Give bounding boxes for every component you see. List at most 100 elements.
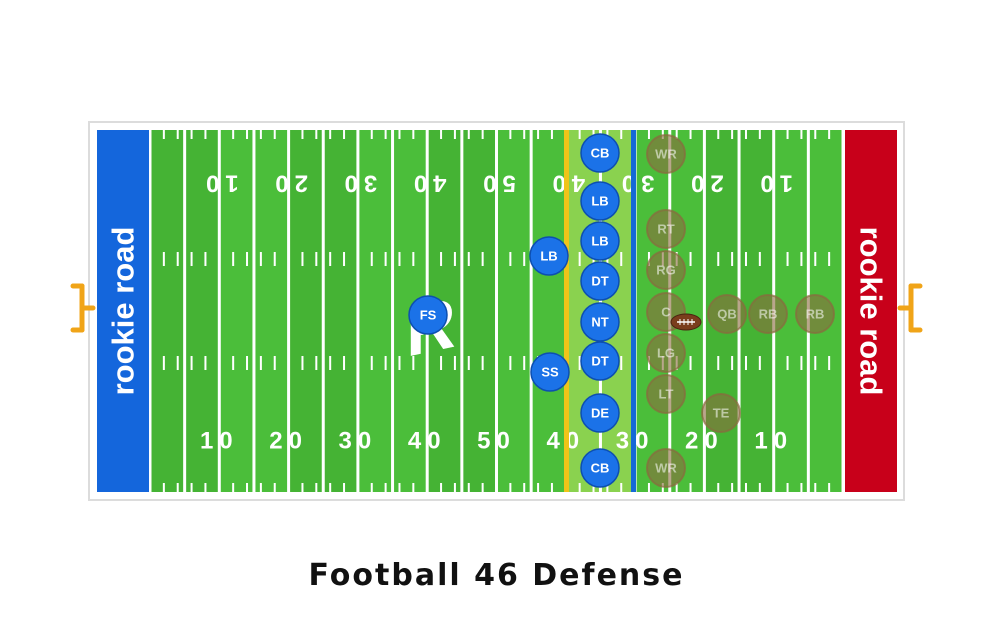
hash-mark	[440, 130, 443, 139]
hash-mark	[176, 356, 179, 370]
hash-mark	[537, 483, 540, 492]
hash-mark	[440, 252, 443, 266]
defense-player-lb: LB	[580, 221, 620, 261]
hash-mark	[273, 356, 276, 370]
hash-mark	[828, 252, 831, 266]
hash-mark	[315, 483, 318, 492]
hash-mark	[412, 483, 415, 492]
yard-number: 20	[269, 428, 308, 455]
hash-mark	[453, 252, 456, 266]
offense-player-lg: LG	[646, 333, 686, 373]
hash-mark	[343, 252, 346, 266]
defense-player-label: SS	[541, 365, 559, 380]
yard-line	[460, 130, 464, 492]
hash-mark	[758, 356, 761, 370]
yard-number: 20	[685, 170, 724, 197]
hash-mark	[162, 252, 165, 266]
hash-mark	[384, 356, 387, 370]
hash-mark	[246, 252, 249, 266]
offense-player-rt: RT	[646, 209, 686, 249]
defense-player-lb: LB	[529, 236, 569, 276]
hash-mark	[246, 130, 249, 139]
hash-mark	[204, 483, 207, 492]
hash-mark	[606, 130, 609, 139]
hash-mark	[467, 483, 470, 492]
hash-mark	[343, 130, 346, 139]
hash-mark	[550, 483, 553, 492]
hash-mark	[190, 483, 193, 492]
hash-mark	[412, 356, 415, 370]
defense-player-label: CB	[591, 461, 610, 476]
hash-mark	[509, 130, 512, 139]
hash-mark	[786, 252, 789, 266]
hash-mark	[176, 130, 179, 139]
endzone-left-wordmark: rookie road	[106, 227, 141, 396]
hash-mark	[800, 252, 803, 266]
hash-mark	[731, 483, 734, 492]
hash-mark	[786, 356, 789, 370]
yard-line	[252, 130, 256, 492]
hash-mark	[467, 130, 470, 139]
hash-mark	[370, 483, 373, 492]
endzone-right-wordmark: rookie road	[854, 227, 889, 396]
first-down-line	[631, 130, 636, 492]
hash-mark	[731, 356, 734, 370]
football-icon	[670, 313, 702, 331]
hash-mark	[273, 483, 276, 492]
hash-mark	[814, 130, 817, 139]
yard-line	[183, 130, 187, 492]
offense-player-label: TE	[713, 406, 730, 421]
hash-mark	[370, 252, 373, 266]
yard-line	[356, 130, 360, 492]
hash-mark	[301, 252, 304, 266]
hash-mark	[398, 130, 401, 139]
offense-player-wr: WR	[646, 448, 686, 488]
yard-line	[321, 130, 325, 492]
hash-mark	[578, 356, 581, 370]
hash-mark	[246, 356, 249, 370]
hash-mark	[301, 130, 304, 139]
hash-mark	[620, 252, 623, 266]
hash-mark	[412, 130, 415, 139]
offense-player-label: LT	[659, 387, 674, 402]
hash-mark	[744, 356, 747, 370]
defense-player-cb: CB	[580, 133, 620, 173]
hash-mark	[744, 483, 747, 492]
defense-player-fs: FS	[408, 295, 448, 335]
hash-mark	[814, 252, 817, 266]
hash-mark	[758, 130, 761, 139]
hash-mark	[828, 483, 831, 492]
hash-mark	[301, 483, 304, 492]
defense-player-label: LB	[591, 194, 608, 209]
hash-mark	[370, 356, 373, 370]
hash-mark	[329, 356, 332, 370]
hash-mark	[731, 252, 734, 266]
hash-mark	[329, 252, 332, 266]
hash-mark	[232, 483, 235, 492]
hash-mark	[800, 356, 803, 370]
defense-player-dt: DT	[580, 341, 620, 381]
hash-mark	[453, 130, 456, 139]
hash-mark	[744, 252, 747, 266]
offense-player-wr: WR	[646, 134, 686, 174]
hash-mark	[675, 483, 678, 492]
hash-mark	[481, 356, 484, 370]
yard-line	[529, 130, 533, 492]
hash-mark	[620, 130, 623, 139]
hash-mark	[550, 130, 553, 139]
hash-mark	[398, 483, 401, 492]
hash-mark	[509, 483, 512, 492]
hash-mark	[814, 356, 817, 370]
goalpost-right-icon	[897, 283, 923, 333]
hash-mark	[523, 252, 526, 266]
hash-mark	[343, 483, 346, 492]
hash-mark	[717, 356, 720, 370]
defense-player-label: FS	[420, 308, 437, 323]
hash-mark	[675, 130, 678, 139]
yard-number: 50	[477, 170, 516, 197]
hash-mark	[689, 252, 692, 266]
hash-mark	[176, 483, 179, 492]
